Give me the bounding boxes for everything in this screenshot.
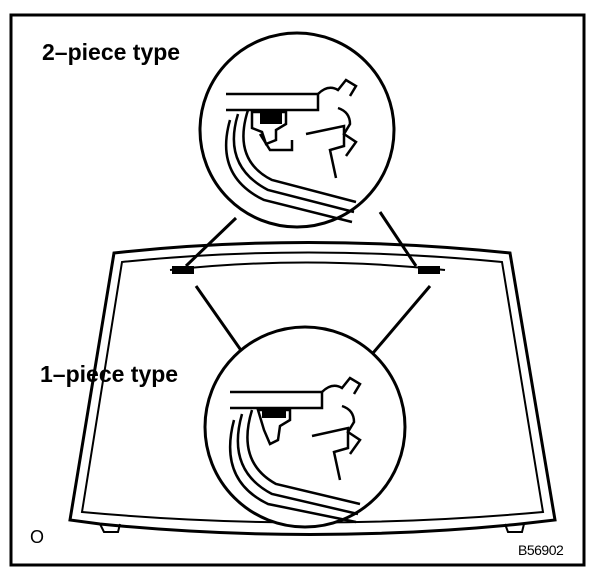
windshield-inner-outline <box>80 251 545 524</box>
figure-code: B56902 <box>518 542 564 558</box>
clip-marker-left <box>172 266 194 274</box>
clip-marker-right <box>418 266 440 274</box>
windshield-outer-outline <box>68 241 557 536</box>
bottom-tab-right <box>504 523 525 533</box>
windshield-molding-line <box>169 261 446 271</box>
bottom-tab-left <box>99 523 121 533</box>
lower-callout-circle <box>203 325 407 529</box>
one-piece-type-label: 1–piece type <box>40 361 179 387</box>
upper-callout-pointer-left <box>184 216 238 268</box>
corner-mark: O <box>30 527 45 547</box>
two-piece-clip-detail <box>224 78 358 224</box>
upper-callout-pointer-right <box>378 211 418 267</box>
one-piece-clip-detail <box>228 376 362 524</box>
one-piece-clip-solid <box>262 410 286 418</box>
two-piece-clip-solid <box>260 112 282 124</box>
figure-frame <box>9 13 586 567</box>
two-piece-type-label: 2–piece type <box>42 39 181 65</box>
